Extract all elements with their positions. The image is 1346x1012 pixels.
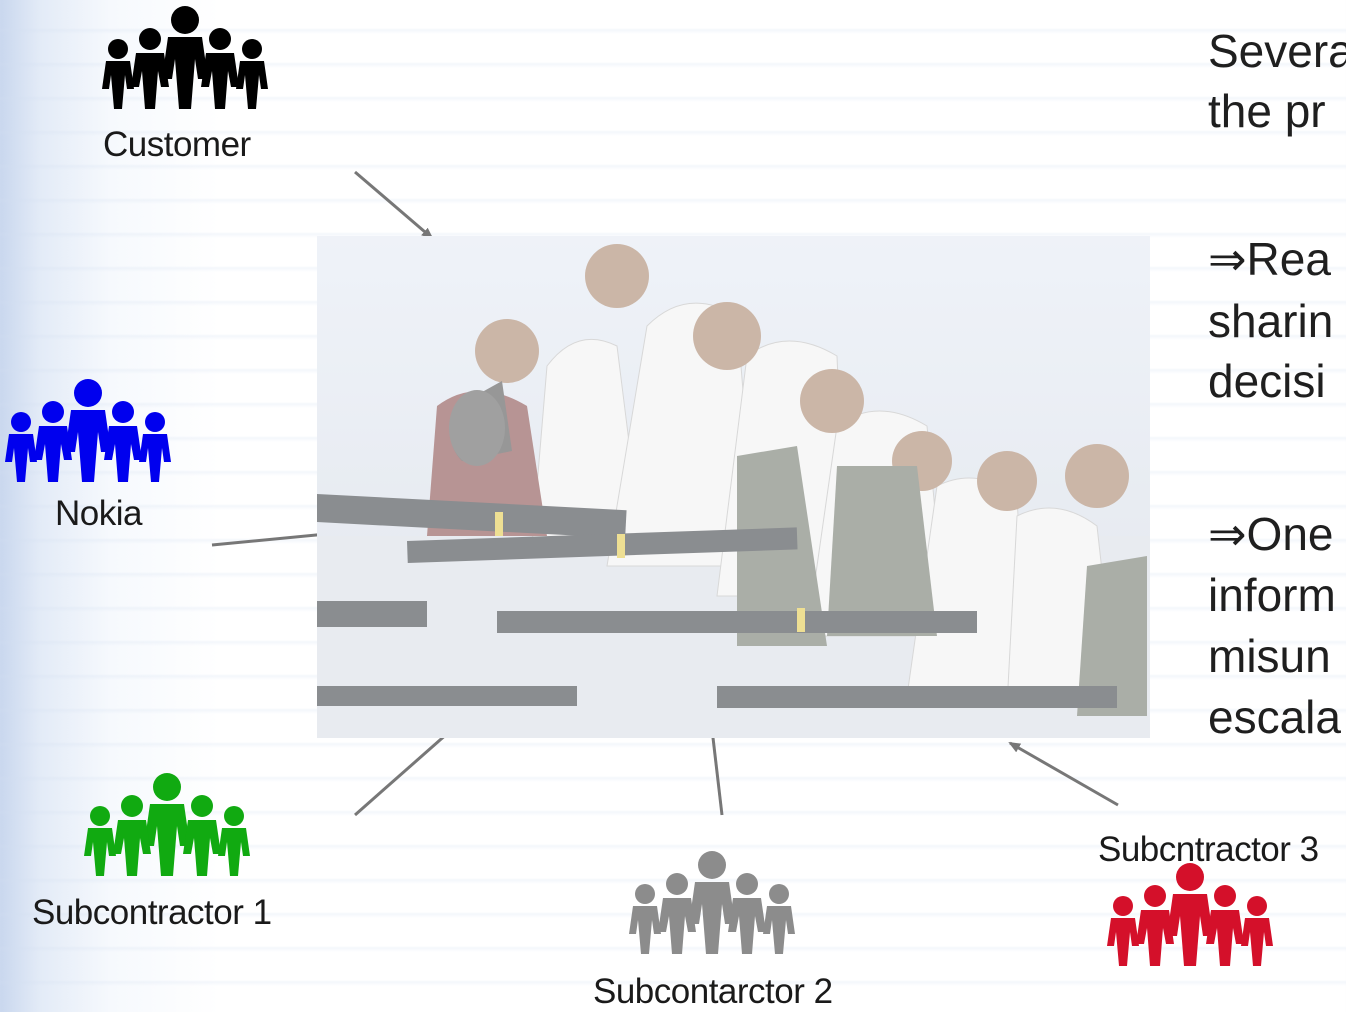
subcontractor-1-label: Subcontractor 1 (32, 893, 272, 932)
people-group-icon (102, 6, 268, 109)
subcontractor-1-group (82, 772, 252, 880)
arrow-customer (354, 170, 434, 240)
people-group-icon (629, 851, 795, 954)
text-line-6: ⇒One (1208, 508, 1334, 560)
people-group-icon (1107, 863, 1273, 966)
customer-group (95, 5, 275, 113)
subcontractor-2-label: Subcontarctor 2 (593, 972, 833, 1011)
text-line-1: Severa (1208, 25, 1346, 77)
text-line-7: inform (1208, 569, 1336, 621)
nokia-label: Nokia (55, 494, 142, 533)
text-line-8: misun (1208, 630, 1331, 682)
text-line-5: decisi (1208, 355, 1326, 407)
subcontractor-3-group (1105, 862, 1275, 970)
subcontractor-2-group (627, 850, 797, 958)
nokia-group (3, 378, 173, 486)
text-line-4: sharin (1208, 295, 1334, 347)
text-line-3: ⇒Rea (1208, 233, 1331, 285)
arrow-subcontractor-3 (1008, 741, 1119, 807)
rowing-team-photo (317, 236, 1150, 738)
subcontractor-3-label: Subcntractor 3 (1098, 830, 1319, 869)
customer-icon-fill (102, 6, 268, 109)
text-line-9: escala (1208, 691, 1341, 743)
text-line-2: the pr (1208, 85, 1326, 137)
people-group-icon (5, 379, 171, 482)
people-group-icon (84, 773, 250, 876)
customer-label: Customer (103, 125, 251, 164)
